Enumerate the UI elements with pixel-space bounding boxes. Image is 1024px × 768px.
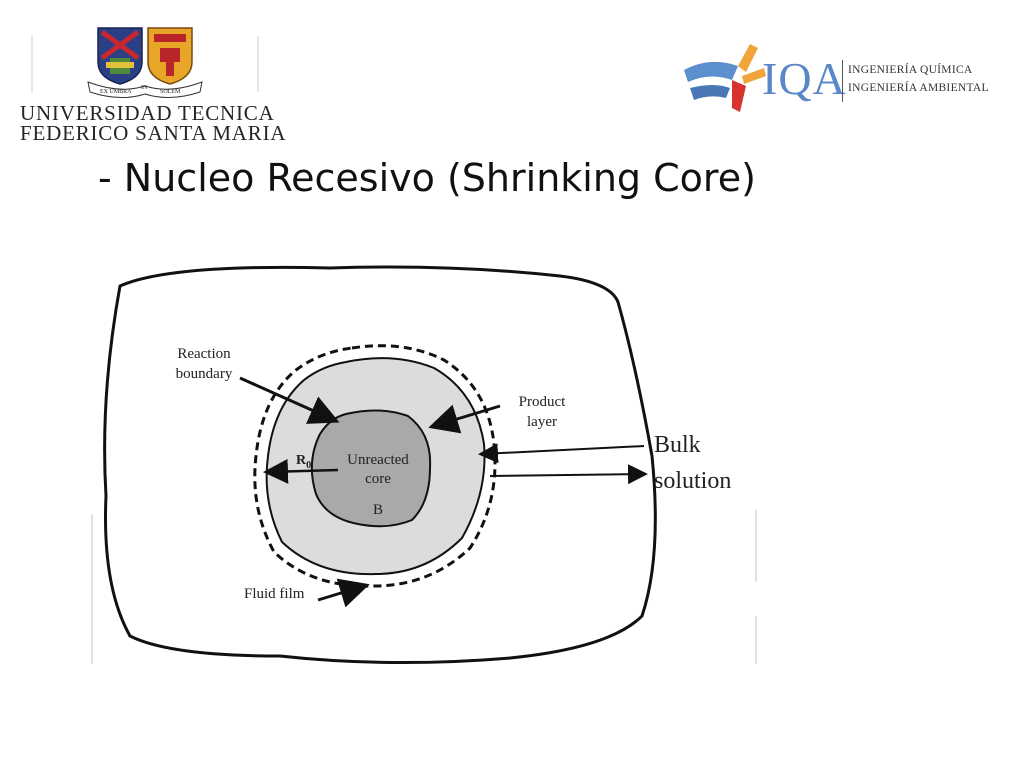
iqa-subtitle-line1: INGENIERÍA QUÍMICA (848, 64, 973, 76)
unreacted-core-label-line1: Unreacted (347, 452, 409, 468)
unreacted-core (310, 409, 432, 528)
crest-motto-right: SOLEM (160, 89, 181, 95)
bulk-region-outline (103, 265, 657, 665)
iqa-emblem-icon (684, 44, 766, 112)
university-name-line1: UNIVERSIDAD TECNICA (20, 101, 275, 125)
crest-motto-mid: IN (141, 85, 148, 91)
slide-title: - Nucleo Recesivo (Shrinking Core) (98, 156, 756, 200)
iqa-logo: IQA INGENIERÍA QUÍMICA INGENIERÍA AMBIEN… (680, 36, 1000, 126)
bulk-inflow-arrow (478, 443, 645, 464)
usm-logo: EX UMBRA IN SOLEM UNIVERSIDAD TECNICA FE… (14, 22, 286, 145)
reaction-boundary-label-line2: boundary (176, 366, 233, 382)
product-layer-label-line1: Product (519, 394, 566, 410)
core-species-label: B (373, 502, 383, 518)
product-layer-arrow (428, 404, 501, 434)
unreacted-core-label-line2: core (365, 471, 391, 487)
radius-arrow (263, 458, 339, 484)
bulk-solution-label-line2: solution (654, 468, 731, 494)
usm-crest-icon: EX UMBRA IN SOLEM (31, 27, 259, 98)
product-layer-label-line2: layer (527, 414, 557, 430)
shrinking-core-diagram: Unreacted core B R0 Reaction boundary Pr… (91, 265, 757, 665)
fluid-film-label: Fluid film (244, 586, 305, 602)
bulk-solution-label-line1: Bulk (654, 432, 701, 458)
iqa-subtitle-line2: INGENIERÍA AMBIENTAL (848, 82, 989, 94)
radius-label: R0 (296, 453, 311, 471)
fluid-film-boundary (253, 344, 497, 588)
university-name-line2: FEDERICO SANTA MARIA (20, 121, 287, 145)
fluid-film-arrow (317, 578, 370, 608)
iqa-acronym: IQA (762, 53, 847, 104)
reaction-boundary-label-line1: Reaction (177, 346, 231, 362)
bulk-outflow-arrow (489, 464, 648, 485)
reaction-boundary-arrow (239, 376, 340, 424)
iqa-separator (842, 60, 843, 102)
crest-motto-left: EX UMBRA (100, 89, 132, 95)
